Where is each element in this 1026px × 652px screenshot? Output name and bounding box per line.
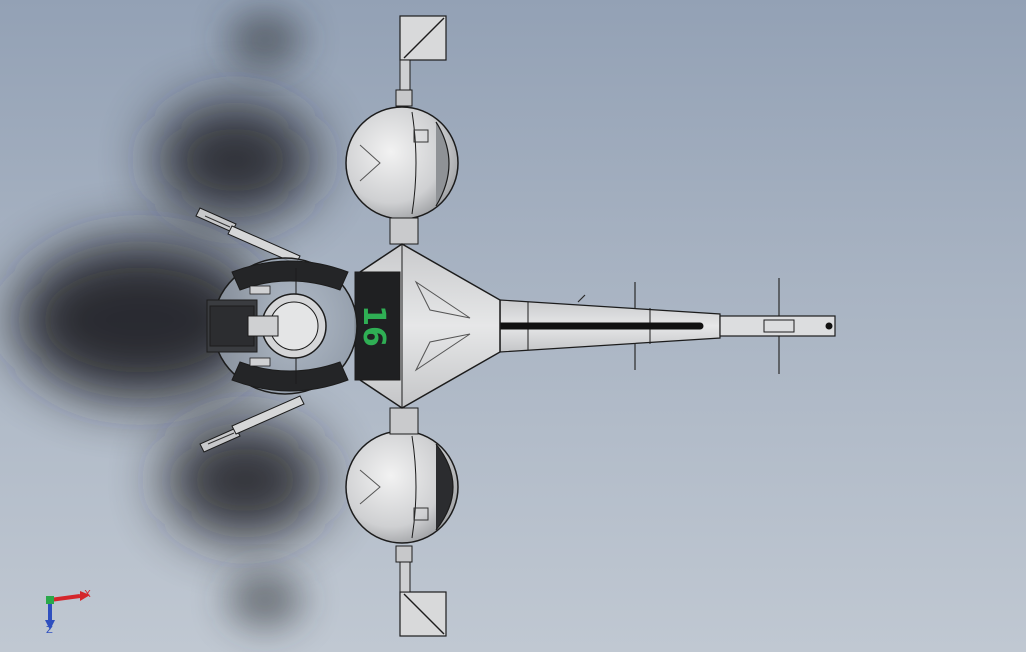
x-axis-arrow (49, 594, 81, 602)
hull-number: 16 (356, 305, 391, 347)
cockpit-dome[interactable] (206, 257, 358, 395)
upper-fin (399, 15, 447, 91)
lower-engine-pod[interactable] (345, 407, 459, 563)
lower-fin (399, 561, 447, 637)
orientation-triad[interactable] (36, 582, 106, 642)
z-axis-label: Z (46, 625, 53, 636)
upper-engine-pod[interactable] (345, 89, 459, 245)
x-axis-label: X (84, 589, 91, 600)
x-axis-arrowhead (80, 591, 90, 601)
main-hull[interactable]: 16 (354, 243, 501, 409)
lower-gun[interactable] (199, 395, 305, 453)
y-axis-marker (46, 596, 54, 604)
z-axis-arrowhead (45, 620, 55, 630)
